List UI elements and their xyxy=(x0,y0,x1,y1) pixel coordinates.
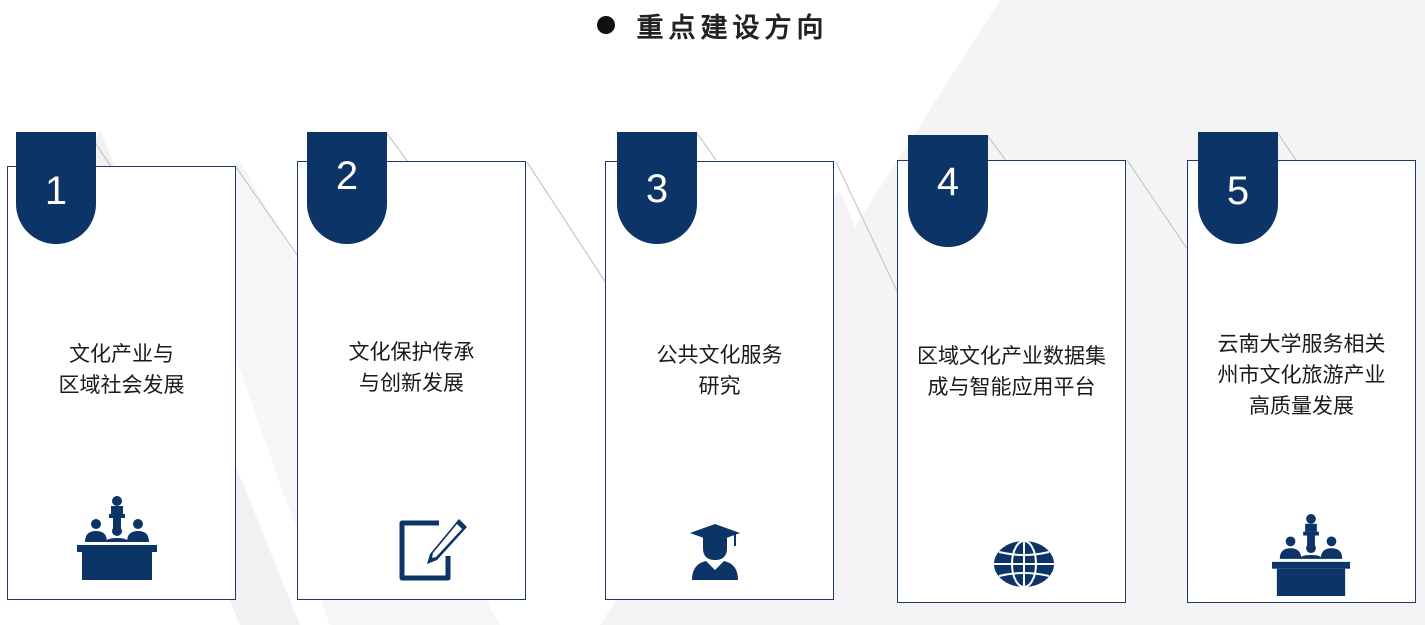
direction-card-label: 云南大学服务相关 州市文化旅游产业 高质量发展 xyxy=(1217,332,1386,418)
direction-card-number: 3 xyxy=(645,167,669,211)
direction-card-number-badge: 4 xyxy=(908,135,988,247)
direction-card-number: 1 xyxy=(44,169,68,213)
document-pen-icon xyxy=(399,519,467,581)
direction-card-number-badge: 2 xyxy=(307,132,387,244)
conference-podium-icon xyxy=(1271,514,1351,596)
direction-card-number: 5 xyxy=(1226,169,1250,213)
page-title: 重点建设方向 xyxy=(0,6,1425,45)
direction-card-number-badge: 3 xyxy=(617,132,697,244)
direction-card-label: 文化产业与 区域社会发展 xyxy=(58,342,185,397)
direction-card-number-badge: 1 xyxy=(16,132,96,244)
direction-card-number: 4 xyxy=(936,160,960,204)
conference-podium-icon xyxy=(77,496,157,580)
page-title-text: 重点建设方向 xyxy=(636,13,829,44)
title-bullet-icon xyxy=(596,16,615,34)
globe-icon xyxy=(994,540,1054,588)
direction-card-label: 文化保护传承 与创新发展 xyxy=(348,340,475,395)
direction-card-label: 区域文化产业数据集 成与智能应用平台 xyxy=(917,344,1106,399)
graduate-icon xyxy=(690,524,740,580)
direction-card-5: 云南大学服务相关 州市文化旅游产业 高质量发展 xyxy=(1187,160,1416,603)
direction-card-number: 2 xyxy=(335,154,359,198)
direction-card-label: 公共文化服务 研究 xyxy=(656,343,783,398)
direction-card-number-badge: 5 xyxy=(1198,132,1278,244)
